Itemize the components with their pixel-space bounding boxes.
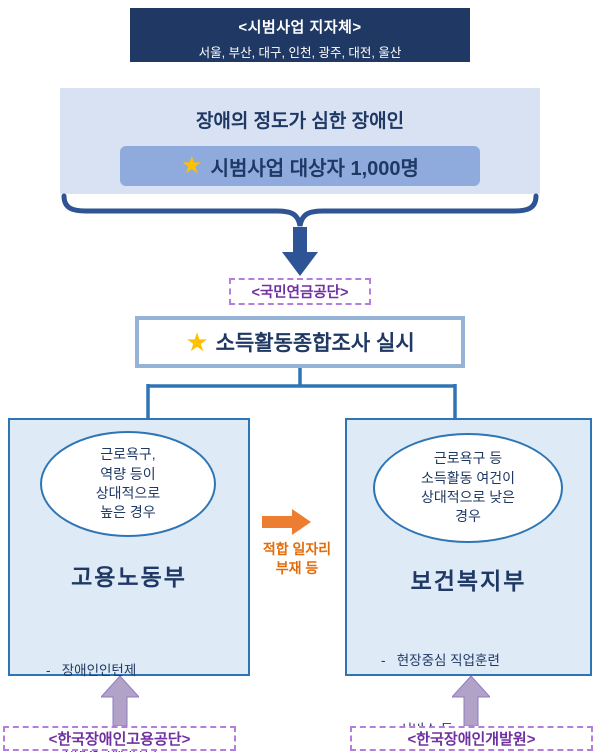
branch-connector-lines	[146, 368, 457, 418]
program-item: - 장애인인턴제	[46, 662, 137, 678]
star-icon: ★	[185, 327, 209, 357]
pilot-region-box: <시범사업 지자체> 서울, 부산, 대구, 인천, 광주, 대전, 울산	[130, 8, 470, 62]
pilot-region-cities: 서울, 부산, 대구, 인천, 광주, 대전, 울산	[198, 46, 402, 60]
star-icon: ★	[181, 152, 203, 179]
target-group-heading: 장애의 정도가 심한 장애인	[195, 111, 405, 132]
condition-line: 역량 등이	[100, 465, 156, 482]
welfare-branch-box: 근로욕구 등 소득활동 여건이 상대적으로 낮은 경우 보건복지부 - 현장중심…	[345, 418, 592, 737]
koddi-label: <한국장애인개발원>	[407, 731, 536, 748]
pension-agency-label: <국민연금공단>	[251, 285, 349, 301]
pilot-target-badge: ★ 시범사업 대상자 1,000명	[120, 146, 480, 186]
employment-branch-box: 근로욕구, 역량 등이 상대적으로 높은 경우 고용노동부 - 장애인인턴제 -…	[8, 418, 250, 752]
kead-up-arrow	[101, 676, 139, 726]
pilot-region-title: <시범사업 지자체>	[238, 19, 362, 36]
koddi-up-arrow	[452, 676, 490, 726]
condition-line: 경우	[455, 508, 481, 525]
down-arrow	[282, 227, 318, 276]
condition-line: 상대적으로	[95, 485, 161, 501]
underbrace	[61, 193, 539, 227]
koddi-box: <한국장애인개발원>	[350, 726, 593, 751]
condition-line: 상대적으로 낮은	[420, 489, 516, 505]
survey-label: 소득활동종합조사 실시	[215, 332, 415, 355]
pension-agency-box: <국민연금공단>	[229, 278, 371, 305]
transfer-label-line: 적합 일자리	[262, 541, 332, 557]
condition-line: 근로욕구 등	[433, 450, 503, 467]
condition-line: 높은 경우	[100, 504, 156, 521]
employment-condition-ellipse: 근로욕구, 역량 등이 상대적으로 높은 경우	[40, 431, 216, 537]
condition-line: 근로욕구,	[100, 446, 156, 463]
survey-box: ★ 소득활동종합조사 실시	[135, 316, 465, 368]
welfare-condition-ellipse: 근로욕구 등 소득활동 여건이 상대적으로 낮은 경우	[373, 433, 563, 543]
welfare-ministry-title: 보건복지부	[410, 568, 527, 594]
condition-line: 소득활동 여건이	[420, 469, 516, 486]
transfer-label-line: 부재 등	[275, 559, 319, 576]
employment-ministry-title: 고용노동부	[71, 564, 187, 590]
kead-box: <한국장애인고용공단>	[3, 726, 236, 751]
transfer-right-arrow	[262, 509, 311, 535]
program-item: - 현장중심 직업훈련	[381, 652, 500, 668]
transfer-label: 적합 일자리 부재 등	[248, 540, 346, 578]
kead-label: <한국장애인고용공단>	[48, 731, 191, 748]
pilot-target-badge-label: 시범사업 대상자 1,000명	[210, 157, 419, 180]
